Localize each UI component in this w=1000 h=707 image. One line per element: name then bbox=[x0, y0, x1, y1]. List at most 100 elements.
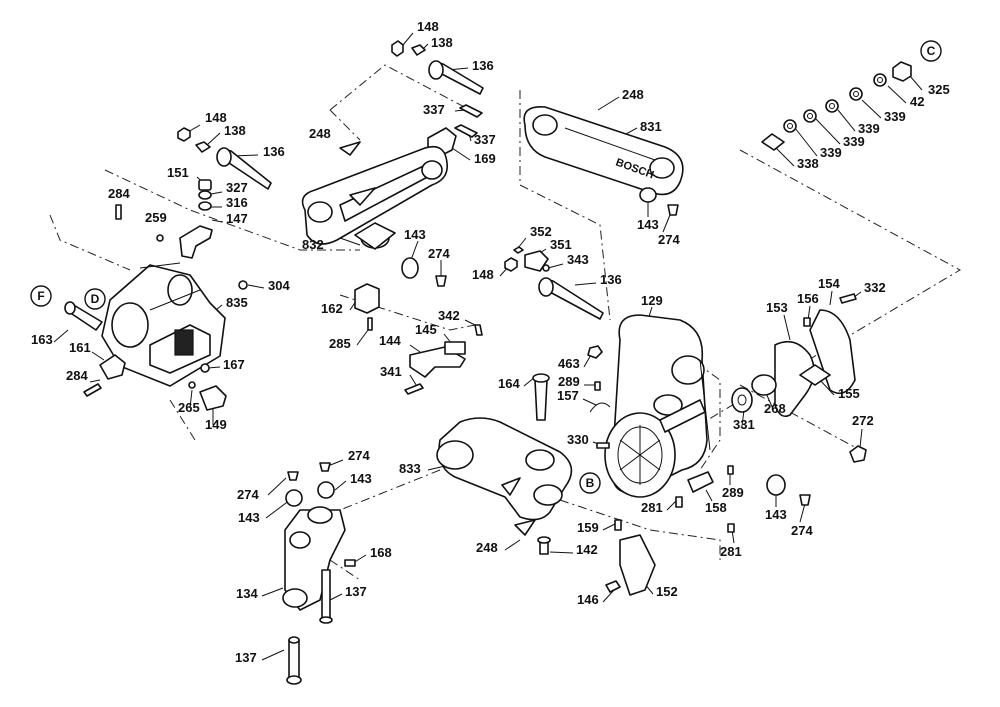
part-label-158: 158 bbox=[705, 500, 727, 515]
pin-137-b bbox=[286, 636, 302, 685]
part-label-274: 274 bbox=[348, 448, 370, 463]
ref-marker-label: F bbox=[37, 289, 44, 303]
bushing-143-274-mid bbox=[401, 257, 447, 287]
part-label-136: 136 bbox=[263, 144, 285, 159]
pin-142 bbox=[537, 536, 551, 555]
part-label-339: 339 bbox=[820, 145, 842, 160]
ref-marker-label: C bbox=[927, 44, 936, 58]
part-label-143: 143 bbox=[404, 227, 426, 242]
pin-164 bbox=[532, 373, 550, 421]
ref-marker-B: B bbox=[579, 472, 601, 494]
part-label-248: 248 bbox=[309, 126, 331, 141]
part-label-148: 148 bbox=[205, 110, 227, 125]
part-label-169: 169 bbox=[474, 151, 496, 166]
part-label-831: 831 bbox=[640, 119, 662, 134]
arm-833 bbox=[436, 417, 573, 521]
part-label-265: 265 bbox=[178, 400, 200, 415]
parts-167-265-149 bbox=[188, 363, 227, 411]
part-label-136: 136 bbox=[600, 272, 622, 287]
bushings-143-274-lower-left bbox=[285, 462, 335, 507]
part-label-143: 143 bbox=[238, 510, 260, 525]
part-label-142: 142 bbox=[576, 542, 598, 557]
part-label-327: 327 bbox=[226, 180, 248, 195]
parts-463-289-157 bbox=[587, 345, 611, 413]
part-label-167: 167 bbox=[223, 357, 245, 372]
part-label-145: 145 bbox=[415, 322, 437, 337]
pin-143-274-upper-right bbox=[639, 187, 679, 216]
part-label-155: 155 bbox=[838, 386, 860, 401]
part-label-337: 337 bbox=[474, 132, 496, 147]
part-label-343: 343 bbox=[567, 252, 589, 267]
ref-marker-C: C bbox=[920, 40, 942, 62]
part-label-338: 338 bbox=[797, 156, 819, 171]
ref-marker-F: F bbox=[30, 285, 52, 307]
part-label-248: 248 bbox=[622, 87, 644, 102]
pin-259 bbox=[156, 234, 164, 242]
part-label-316: 316 bbox=[226, 195, 248, 210]
part-label-352: 352 bbox=[530, 224, 552, 239]
part-label-151: 151 bbox=[167, 165, 189, 180]
direction-arrow-248 bbox=[514, 519, 536, 536]
part-label-248: 248 bbox=[476, 540, 498, 555]
housing-835 bbox=[101, 262, 226, 387]
bracket-134 bbox=[282, 506, 346, 611]
housing-129 bbox=[604, 314, 711, 498]
screw-272 bbox=[849, 445, 867, 463]
bushing-143-274-lower-right bbox=[766, 474, 811, 506]
part-label-281: 281 bbox=[720, 544, 742, 559]
part-label-284: 284 bbox=[66, 368, 88, 383]
part-label-146: 146 bbox=[577, 592, 599, 607]
part-label-168: 168 bbox=[370, 545, 392, 560]
part-label-42: 42 bbox=[910, 94, 924, 109]
part-label-159: 159 bbox=[577, 520, 599, 535]
part-label-161: 161 bbox=[69, 340, 91, 355]
part-label-134: 134 bbox=[236, 586, 258, 601]
part-label-152: 152 bbox=[656, 584, 678, 599]
part-label-274: 274 bbox=[428, 246, 450, 261]
stack-151 bbox=[179, 179, 213, 259]
part-label-148: 148 bbox=[417, 19, 439, 34]
part-label-289: 289 bbox=[558, 374, 580, 389]
part-label-330: 330 bbox=[567, 432, 589, 447]
screw-168 bbox=[344, 559, 356, 567]
plates-153-154-155 bbox=[731, 293, 857, 418]
part-label-339: 339 bbox=[884, 109, 906, 124]
part-label-157: 157 bbox=[557, 388, 579, 403]
part-label-331: 331 bbox=[733, 417, 755, 432]
part-label-144: 144 bbox=[379, 333, 401, 348]
part-label-833: 833 bbox=[399, 461, 421, 476]
pin-136-left bbox=[177, 127, 272, 190]
part-label-156: 156 bbox=[797, 291, 819, 306]
parts-352-351-343-148 bbox=[504, 246, 550, 272]
part-label-289: 289 bbox=[722, 485, 744, 500]
part-label-136: 136 bbox=[472, 58, 494, 73]
ref-marker-D: D bbox=[84, 288, 106, 310]
arm-832 bbox=[301, 141, 449, 250]
washer-stack-c bbox=[761, 61, 912, 151]
part-label-332: 332 bbox=[864, 280, 886, 295]
part-label-351: 351 bbox=[550, 237, 572, 252]
part-label-274: 274 bbox=[791, 523, 813, 538]
part-label-147: 147 bbox=[226, 211, 248, 226]
part-label-143: 143 bbox=[637, 217, 659, 232]
pin-337 bbox=[454, 104, 483, 138]
part-label-137: 137 bbox=[235, 650, 257, 665]
part-label-163: 163 bbox=[31, 332, 53, 347]
part-label-148: 148 bbox=[472, 267, 494, 282]
part-label-154: 154 bbox=[818, 276, 840, 291]
parts: BOSCH bbox=[64, 40, 912, 685]
part-label-259: 259 bbox=[145, 210, 167, 225]
part-label-143: 143 bbox=[350, 471, 372, 486]
part-label-325: 325 bbox=[928, 82, 950, 97]
ref-marker-label: D bbox=[91, 292, 100, 306]
part-label-835: 835 bbox=[226, 295, 248, 310]
part-label-463: 463 bbox=[558, 356, 580, 371]
part-label-164: 164 bbox=[498, 376, 520, 391]
pin-136-right bbox=[538, 277, 604, 320]
part-label-129: 129 bbox=[641, 293, 663, 308]
part-label-138: 138 bbox=[431, 35, 453, 50]
part-label-285: 285 bbox=[329, 336, 351, 351]
part-label-284: 284 bbox=[108, 186, 130, 201]
